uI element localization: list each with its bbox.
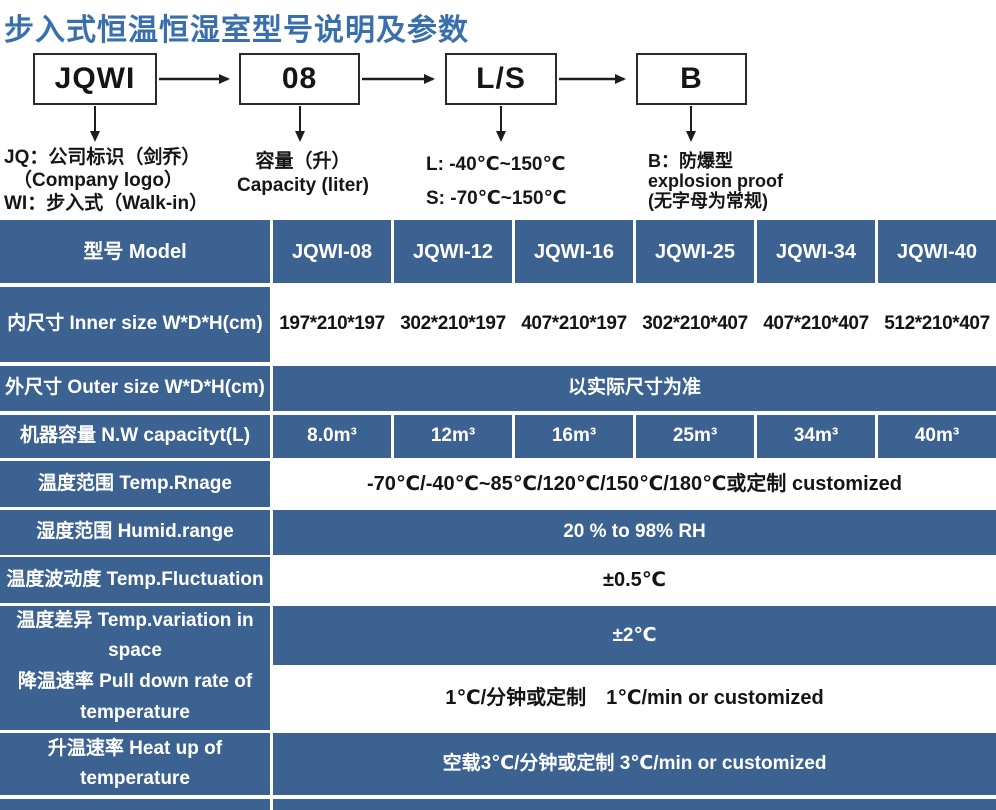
table-row-weight: 机器重量 N.W weight(kg) 以实际重量为准: [0, 799, 996, 810]
row-label: 内尺寸 Inner size W*D*H(cm): [0, 287, 270, 362]
row-label: 降温速率 Pull down rate of temperature: [0, 665, 270, 730]
note-explosion-line1: B：防爆型: [648, 151, 733, 171]
note-capacity-line1: 容量（升）: [255, 151, 351, 172]
page-title: 步入式恒温恒湿室型号说明及参数: [4, 14, 469, 47]
header-model: JQWI-12: [394, 220, 512, 283]
cell-value: -70℃/-40℃~85℃/120℃/150℃/180℃或定制 customiz…: [273, 461, 996, 507]
header-model-label: 型号 Model: [0, 220, 270, 283]
cell-value: 407*210*197: [515, 287, 633, 362]
cell-value: 40m³: [878, 415, 996, 458]
note-company: JQ：公司标识（剑乔） （Company logo） WI：步入式（Walk-i…: [4, 146, 208, 215]
cell-value: 302*210*197: [394, 287, 512, 362]
table-row-inner-size: 内尺寸 Inner size W*D*H(cm) 197*210*197 302…: [0, 287, 996, 362]
note-explosion-line2: explosion proof: [648, 171, 783, 191]
row-label: 温度差异 Temp.variation in space: [0, 606, 270, 667]
row-label: 外尺寸 Outer size W*D*H(cm): [0, 366, 270, 411]
note-temp-line2: S: -70℃~150℃: [426, 188, 567, 209]
note-company-line2: （Company logo）: [13, 170, 183, 191]
table-row-pulldown: 降温速率 Pull down rate of temperature 1℃/分钟…: [0, 665, 996, 730]
table-row-outer-size: 外尺寸 Outer size W*D*H(cm) 以实际尺寸为准: [0, 366, 996, 411]
header-model: JQWI-34: [757, 220, 875, 283]
note-capacity-line2: Capacity (liter): [237, 175, 369, 196]
parameter-table: 型号 Model JQWI-08 JQWI-12 JQWI-16 JQWI-25…: [0, 220, 996, 810]
cell-value: 12m³: [394, 415, 512, 458]
note-company-line1: JQ：公司标识（剑乔）: [4, 147, 201, 168]
header-model: JQWI-16: [515, 220, 633, 283]
table-row-fluctuation: 温度波动度 Temp.Fluctuation ±0.5℃: [0, 557, 996, 603]
header-model: JQWI-25: [636, 220, 754, 283]
cell-value: 20 % to 98% RH: [273, 510, 996, 555]
code-box-capacity: 08: [239, 53, 360, 105]
table-row-humidity: 湿度范围 Humid.range 20 % to 98% RH: [0, 510, 996, 555]
cell-value: 197*210*197: [273, 287, 391, 362]
note-temp-line1: L: -40℃~150℃: [426, 154, 566, 175]
row-label: 机器容量 N.W capacityt(L): [0, 415, 270, 458]
table-row-heatup: 升温速率 Heat up of temperature 空载3℃/分钟或定制 3…: [0, 733, 996, 795]
code-box-explosion: B: [636, 53, 747, 105]
cell-value: 16m³: [515, 415, 633, 458]
header-model: JQWI-40: [878, 220, 996, 283]
note-explosion: B：防爆型 explosion proof (无字母为常规): [648, 151, 783, 211]
note-capacity: 容量（升） Capacity (liter): [218, 150, 388, 198]
row-label: 升温速率 Heat up of temperature: [0, 733, 270, 795]
cell-value: 34m³: [757, 415, 875, 458]
table-row-temp-range: 温度范围 Temp.Rnage -70℃/-40℃~85℃/120℃/150℃/…: [0, 461, 996, 507]
header-model: JQWI-08: [273, 220, 391, 283]
note-explosion-line3: (无字母为常规): [648, 191, 768, 211]
code-box-company: JQWI: [33, 53, 157, 105]
code-box-temp-range: L/S: [445, 53, 557, 105]
cell-value: 512*210*407: [878, 287, 996, 362]
diagram-arrows: [90, 74, 696, 142]
cell-value: 1℃/分钟或定制 1℃/min or customized: [273, 665, 996, 730]
cell-value: 407*210*407: [757, 287, 875, 362]
table-header-row: 型号 Model JQWI-08 JQWI-12 JQWI-16 JQWI-25…: [0, 220, 996, 283]
table-row-variation: 温度差异 Temp.variation in space ±2℃: [0, 606, 996, 667]
cell-value: ±2℃: [273, 606, 996, 667]
model-code-diagram: JQWI 08 L/S B JQ：公司标识（剑乔） （Company logo）…: [0, 0, 996, 220]
cell-value: 空载3℃/分钟或定制 3℃/min or customized: [273, 733, 996, 795]
table-row-capacity: 机器容量 N.W capacityt(L) 8.0m³ 12m³ 16m³ 25…: [0, 415, 996, 458]
cell-value: 以实际尺寸为准: [273, 366, 996, 411]
cell-value: 8.0m³: [273, 415, 391, 458]
cell-value: ±0.5℃: [273, 557, 996, 603]
row-label: 温度范围 Temp.Rnage: [0, 461, 270, 507]
note-temp-codes: L: -40℃~150℃ S: -70℃~150℃: [426, 148, 567, 216]
row-label: 湿度范围 Humid.range: [0, 510, 270, 555]
cell-value: 以实际重量为准: [273, 799, 996, 810]
note-company-line3: WI：步入式（Walk-in）: [4, 193, 209, 214]
row-label: 温度波动度 Temp.Fluctuation: [0, 557, 270, 603]
cell-value: 302*210*407: [636, 287, 754, 362]
row-label: 机器重量 N.W weight(kg): [0, 799, 270, 810]
cell-value: 25m³: [636, 415, 754, 458]
